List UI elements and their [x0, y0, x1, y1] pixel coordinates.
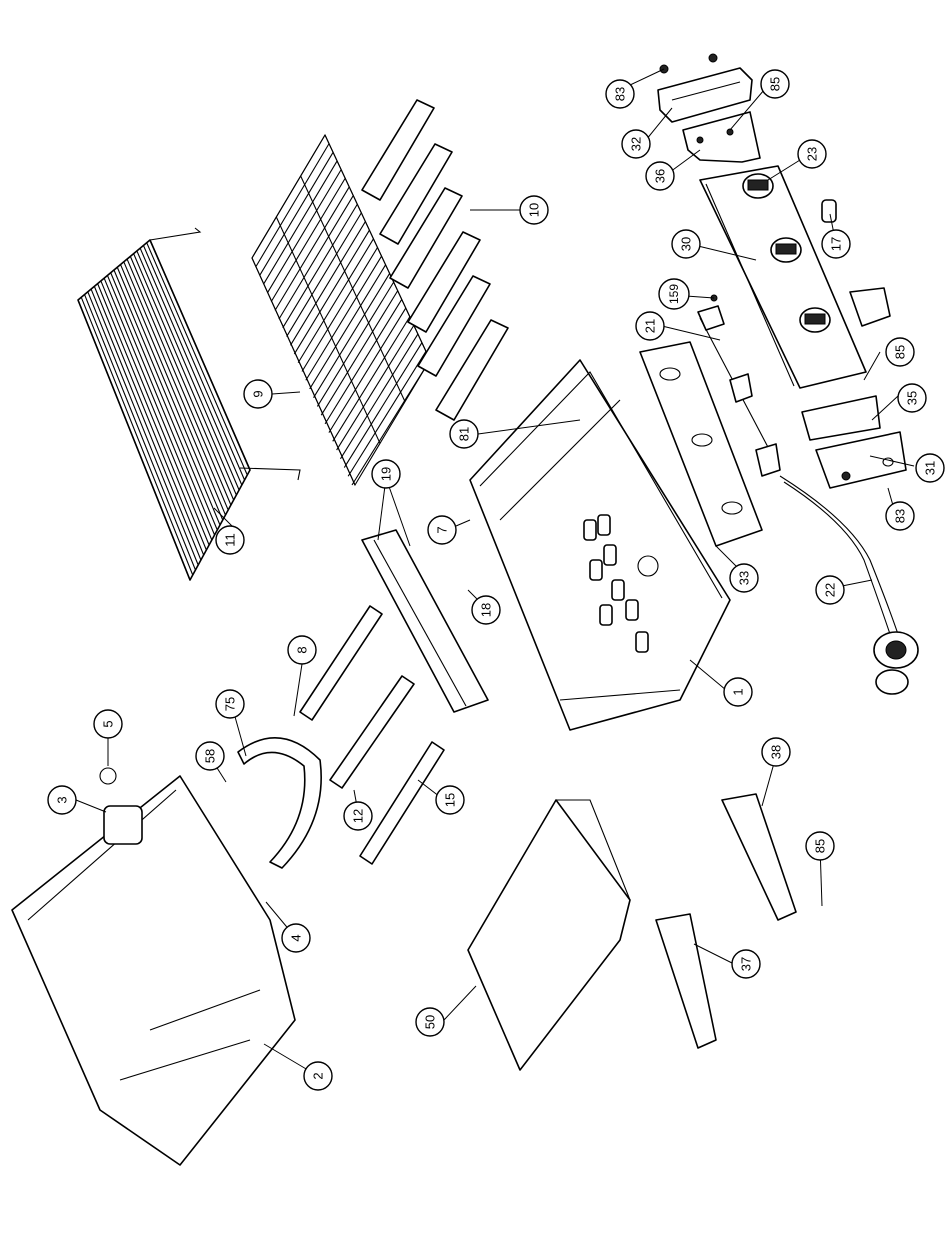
callout-22: 18 — [472, 596, 500, 624]
svg-text:5: 5 — [101, 720, 116, 727]
callout-06: 10 — [520, 196, 548, 224]
burner-valve-outlet — [612, 580, 624, 600]
burner-valve-outlet — [626, 600, 638, 620]
callout-16: 83 — [886, 502, 914, 530]
callout-10: 21 — [636, 312, 664, 340]
svg-text:85: 85 — [893, 345, 908, 359]
svg-text:1: 1 — [731, 688, 746, 695]
callout-28: 3 — [48, 786, 76, 814]
callout-35: 50 — [416, 1008, 444, 1036]
callout-23: 8 — [288, 636, 316, 664]
svg-text:19: 19 — [379, 467, 394, 481]
svg-text:85: 85 — [768, 77, 783, 91]
svg-text:75: 75 — [223, 697, 238, 711]
callout-14: 81 — [450, 420, 478, 448]
svg-text:159: 159 — [667, 284, 681, 304]
side-handle-top — [658, 54, 760, 162]
svg-text:83: 83 — [613, 87, 628, 101]
callout-18: 7 — [428, 516, 456, 544]
svg-text:18: 18 — [479, 603, 494, 617]
callout-03: 32 — [622, 130, 650, 158]
svg-text:15: 15 — [443, 793, 458, 807]
callout-29: 38 — [762, 738, 790, 766]
svg-text:23: 23 — [805, 147, 820, 161]
svg-text:11: 11 — [223, 533, 238, 547]
callout-32: 85 — [806, 832, 834, 860]
burner-valve-outlet — [598, 515, 610, 535]
callout-01: 83 — [606, 80, 634, 108]
svg-text:2: 2 — [311, 1072, 326, 1079]
callout-05: 23 — [798, 140, 826, 168]
svg-text:4: 4 — [289, 934, 304, 941]
shelf-brackets — [656, 794, 796, 1048]
side-handle-bottom — [802, 396, 906, 488]
svg-text:30: 30 — [679, 237, 694, 251]
callout-12: 9 — [244, 380, 272, 408]
svg-text:17: 17 — [829, 237, 844, 251]
burner-valve-outlet — [604, 545, 616, 565]
svg-text:33: 33 — [737, 571, 752, 585]
callout-25: 75 — [216, 690, 244, 718]
callout-19: 11 — [216, 526, 244, 554]
svg-text:12: 12 — [351, 809, 366, 823]
svg-text:32: 32 — [629, 137, 644, 151]
callout-13: 35 — [898, 384, 926, 412]
control-panel — [700, 166, 866, 388]
burner-valve-outlet — [584, 520, 596, 540]
callout-15: 31 — [916, 454, 944, 482]
svg-text:58: 58 — [203, 749, 218, 763]
callout-36: 2 — [304, 1062, 332, 1090]
svg-text:81: 81 — [457, 427, 472, 441]
svg-text:21: 21 — [643, 319, 658, 333]
burner-valve-outlet — [636, 632, 648, 652]
callout-33: 4 — [282, 924, 310, 952]
svg-text:85: 85 — [813, 839, 828, 853]
control-knob-2 — [771, 238, 801, 262]
callout-08: 30 — [672, 230, 700, 258]
burner-valve-outlet — [590, 560, 602, 580]
control-knob-3 — [800, 308, 830, 332]
svg-text:7: 7 — [435, 526, 450, 533]
callout-11: 85 — [886, 338, 914, 366]
svg-text:8: 8 — [295, 646, 310, 653]
svg-text:36: 36 — [653, 169, 668, 183]
callout-04: 36 — [646, 162, 674, 190]
burner-valve-outlet — [600, 605, 612, 625]
svg-text:10: 10 — [527, 203, 542, 217]
callout-07: 17 — [822, 230, 850, 258]
side-shelf — [468, 800, 630, 1070]
lid-handle — [238, 738, 321, 868]
callout-21: 22 — [816, 576, 844, 604]
svg-text:9: 9 — [251, 390, 266, 397]
callout-02: 85 — [761, 70, 789, 98]
svg-text:83: 83 — [893, 509, 908, 523]
svg-text:38: 38 — [769, 745, 784, 759]
callout-24: 1 — [724, 678, 752, 706]
cooking-grid — [252, 135, 430, 485]
callout-30: 12 — [344, 802, 372, 830]
svg-text:31: 31 — [923, 461, 938, 475]
callout-09: 159 — [659, 279, 689, 309]
carryover-rail — [362, 530, 488, 712]
svg-text:22: 22 — [823, 583, 838, 597]
svg-text:37: 37 — [739, 957, 754, 971]
callout-31: 15 — [436, 786, 464, 814]
lid — [12, 768, 295, 1165]
callout-34: 37 — [732, 950, 760, 978]
callout-20: 33 — [730, 564, 758, 592]
svg-text:50: 50 — [423, 1015, 438, 1029]
control-knob-1 — [743, 174, 773, 198]
svg-text:3: 3 — [55, 796, 70, 803]
callout-17: 19 — [372, 460, 400, 488]
callout-27: 58 — [196, 742, 224, 770]
callout-26: 5 — [94, 710, 122, 738]
svg-text:35: 35 — [905, 391, 920, 405]
